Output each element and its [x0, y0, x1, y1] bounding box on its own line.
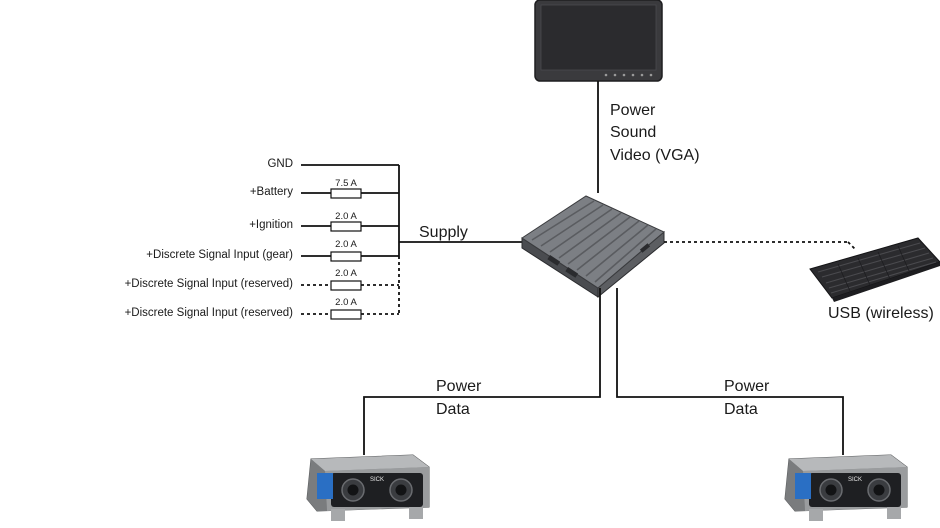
keyboard-device	[809, 237, 940, 302]
fuse-rating: 2.0 A	[335, 268, 357, 279]
signal-row-5: +Discrete Signal Input (reserved) 2.0 A	[125, 297, 399, 320]
signal-label: +Discrete Signal Input (gear)	[146, 249, 293, 261]
fuse-icon	[330, 188, 362, 199]
fuse-rating: 7.5 A	[335, 178, 357, 189]
fuse-icon	[330, 309, 362, 320]
fuse-rating: 2.0 A	[335, 239, 357, 250]
fuse-icon	[330, 221, 362, 232]
signal-label: +Discrete Signal Input (reserved)	[125, 307, 294, 319]
monitor-link-label-2: Sound	[610, 124, 656, 141]
sensor-right-cable	[616, 288, 844, 455]
signal-label: +Battery	[250, 186, 293, 198]
sensor-left-cable	[363, 288, 601, 455]
signal-row-3: +Discrete Signal Input (gear) 2.0 A	[146, 239, 399, 262]
signal-label: +Ignition	[249, 219, 293, 231]
signal-row-1: +Battery 7.5 A	[250, 178, 399, 199]
monitor-device	[534, 0, 663, 82]
sensor-right-link-label-1: Power	[724, 378, 770, 395]
sensor-left-device: SICK	[306, 454, 430, 521]
signal-row-4: +Discrete Signal Input (reserved) 2.0 A	[125, 268, 399, 291]
fuse-rating: 2.0 A	[335, 297, 357, 308]
signal-row-0: GND	[267, 158, 399, 170]
fuse-rating: 2.0 A	[335, 211, 357, 222]
sensor-logo: SICK	[370, 477, 384, 483]
sensor-right-device: SICK	[784, 454, 908, 521]
signal-label: GND	[267, 158, 293, 170]
signal-label: +Discrete Signal Input (reserved)	[125, 278, 294, 290]
sensor-left-link-label-1: Power	[436, 378, 482, 395]
sensor-left-link-label-2: Data	[436, 401, 470, 418]
monitor-link-label-1: Power	[610, 102, 656, 119]
sensor-logo: SICK	[848, 477, 862, 483]
signal-row-2: +Ignition 2.0 A	[249, 211, 399, 232]
sensor-right-link-label-2: Data	[724, 401, 758, 418]
fuse-icon	[330, 280, 362, 291]
monitor-link-label-3: Video (VGA)	[610, 147, 700, 164]
supply-label: Supply	[419, 224, 468, 241]
keyboard-link-label: USB (wireless)	[828, 305, 934, 322]
controller-box-device	[521, 195, 665, 299]
fuse-icon	[330, 251, 362, 262]
